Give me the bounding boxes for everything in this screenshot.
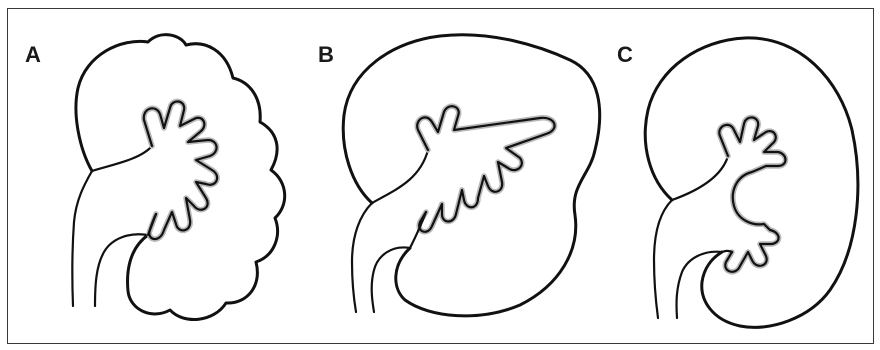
kidney-c-pelvis-upper: [672, 156, 728, 200]
kidney-c-ureter-inner: [677, 252, 722, 318]
kidney-b-outline: [343, 35, 599, 316]
kidney-a-ureter-inner: [95, 234, 148, 306]
kidney-b-ureter-inner: [372, 247, 410, 312]
kidney-a: [72, 35, 284, 320]
kidney-a-outline: [76, 35, 285, 320]
kidney-c-pelvis-lower: [722, 251, 732, 252]
kidney-c-outline: [645, 38, 858, 327]
kidney-b-ureter-outer: [352, 203, 372, 312]
kidney-a-ureter-outer: [72, 171, 92, 306]
kidney-a-pelvis-upper: [92, 146, 152, 171]
kidney-c-ureter-outer: [654, 200, 672, 318]
kidney-b-pelvis-upper: [372, 150, 428, 203]
kidney-b: [343, 35, 599, 316]
kidney-c: [645, 38, 858, 327]
